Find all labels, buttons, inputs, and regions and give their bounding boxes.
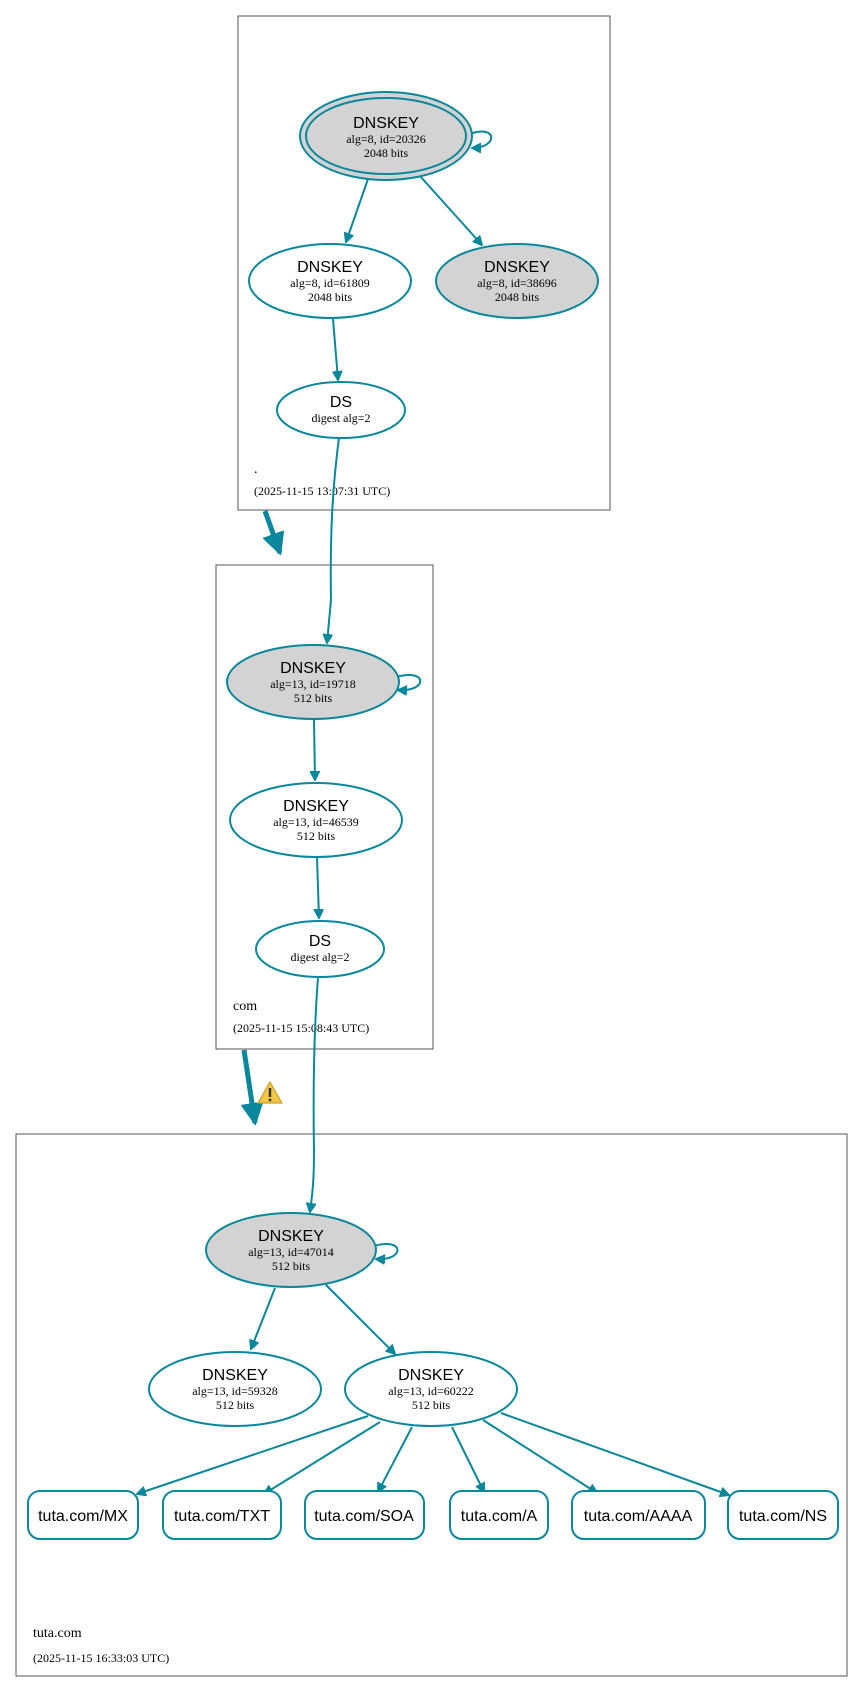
zone-root: . (2025-11-15 13:07:31 UTC) xyxy=(237,15,611,511)
zone-tuta-name: tuta.com xyxy=(33,1626,82,1641)
com-ds-to-tuta-ksk-edge xyxy=(310,976,319,1212)
com-ds-detail: digest alg=2 xyxy=(290,950,349,964)
rrset-a-label: tuta.com/A xyxy=(461,1508,538,1525)
root-ds-node[interactable]: DS digest alg=2 xyxy=(276,381,406,439)
com-zsk-node[interactable]: DNSKEY alg=13, id=46539 512 bits xyxy=(229,782,403,858)
root-ksk-to-zsk-edge xyxy=(346,178,369,242)
rrset-aaaa-node[interactable]: tuta.com/AAAA xyxy=(571,1490,706,1540)
zone-com: com (2025-11-15 15:08:43 UTC) xyxy=(215,564,434,1050)
tuta-ksk-size: 512 bits xyxy=(272,1259,311,1273)
tuta-zsk-detail: alg=13, id=60222 xyxy=(388,1384,474,1398)
zone-tuta-border xyxy=(15,1133,848,1677)
rrset-ns-label: tuta.com/NS xyxy=(739,1508,827,1525)
zone-com-timestamp: (2025-11-15 15:08:43 UTC) xyxy=(233,1021,369,1035)
com-ksk-size: 512 bits xyxy=(294,691,333,705)
delegation-root-to-com-arrow xyxy=(262,510,280,553)
com-ksk-self-sign-edge xyxy=(395,674,422,690)
com-ksk-to-zsk-edge xyxy=(314,719,315,780)
root-ds-type: DS xyxy=(330,394,352,411)
root-zsk-node[interactable]: DNSKEY alg=8, id=61809 2048 bits xyxy=(248,243,412,319)
root-ksk-detail: alg=8, id=20326 xyxy=(346,132,426,146)
tuta-key-a-detail: alg=13, id=59328 xyxy=(192,1384,278,1398)
rrset-txt-node[interactable]: tuta.com/TXT xyxy=(162,1490,282,1540)
root-zsk-size: 2048 bits xyxy=(308,290,353,304)
com-ksk-detail: alg=13, id=19718 xyxy=(270,677,356,691)
com-ds-node[interactable]: DS digest alg=2 xyxy=(255,920,385,978)
rrset-soa-label: tuta.com/SOA xyxy=(314,1508,414,1525)
com-zsk-to-ds-edge xyxy=(317,856,319,918)
root-key2-detail: alg=8, id=38696 xyxy=(477,276,557,290)
tuta-ksk-detail: alg=13, id=47014 xyxy=(248,1245,334,1259)
tuta-zsk-to-ns-edge xyxy=(500,1412,729,1495)
tuta-zsk-to-soa-edge xyxy=(378,1426,413,1492)
root-ksk-size: 2048 bits xyxy=(364,146,409,160)
com-zsk-detail: alg=13, id=46539 xyxy=(273,815,359,829)
tuta-zsk-type: DNSKEY xyxy=(398,1367,464,1384)
root-ksk-self-sign-edge xyxy=(469,130,493,148)
zone-com-name: com xyxy=(233,999,257,1014)
tuta-zsk-to-aaaa-edge xyxy=(482,1419,597,1493)
tuta-zsk-size: 512 bits xyxy=(412,1398,451,1412)
root-zsk-type: DNSKEY xyxy=(297,259,363,276)
rrset-mx-node[interactable]: tuta.com/MX xyxy=(27,1490,139,1540)
delegation-com-to-tuta-arrow xyxy=(244,1049,255,1123)
tuta-key-a-size: 512 bits xyxy=(216,1398,255,1412)
zone-root-name: . xyxy=(254,462,258,477)
tuta-ksk-to-key-a-edge xyxy=(251,1287,276,1349)
zone-root-timestamp: (2025-11-15 13:07:31 UTC) xyxy=(254,484,390,498)
rrset-aaaa-label: tuta.com/AAAA xyxy=(584,1508,693,1525)
root-key2-node[interactable]: DNSKEY alg=8, id=38696 2048 bits xyxy=(435,243,599,319)
tuta-zsk-to-mx-edge xyxy=(137,1415,369,1494)
zone-com-border xyxy=(215,564,434,1050)
root-ds-detail: digest alg=2 xyxy=(311,411,370,425)
root-key2-size: 2048 bits xyxy=(495,290,540,304)
com-ksk-node[interactable]: DNSKEY alg=13, id=19718 512 bits xyxy=(226,644,400,720)
tuta-ksk-to-zsk-edge xyxy=(325,1284,395,1354)
root-zsk-detail: alg=8, id=61809 xyxy=(290,276,370,290)
rrset-a-node[interactable]: tuta.com/A xyxy=(449,1490,549,1540)
root-key2-type: DNSKEY xyxy=(484,259,550,276)
com-ds-type: DS xyxy=(309,933,331,950)
root-ksk-type: DNSKEY xyxy=(353,115,419,132)
tuta-ksk-node[interactable]: DNSKEY alg=13, id=47014 512 bits xyxy=(205,1212,377,1288)
tuta-zsk-to-a-edge xyxy=(451,1426,484,1492)
com-ksk-type: DNSKEY xyxy=(280,660,346,677)
com-zsk-type: DNSKEY xyxy=(283,798,349,815)
rrset-mx-label: tuta.com/MX xyxy=(38,1508,128,1525)
root-zsk-to-ds-edge xyxy=(332,318,338,380)
tuta-ksk-type: DNSKEY xyxy=(258,1228,324,1245)
rrset-txt-label: tuta.com/TXT xyxy=(174,1508,270,1525)
rrset-ns-node[interactable]: tuta.com/NS xyxy=(727,1490,839,1540)
tuta-key-a-type: DNSKEY xyxy=(202,1367,268,1384)
zone-tuta-com: tuta.com (2025-11-15 16:33:03 UTC) xyxy=(15,1133,848,1677)
tuta-zsk-to-txt-edge xyxy=(264,1421,381,1494)
root-ds-to-com-ksk-edge xyxy=(327,437,340,643)
rrset-soa-node[interactable]: tuta.com/SOA xyxy=(304,1490,425,1540)
tuta-key-a-node[interactable]: DNSKEY alg=13, id=59328 512 bits xyxy=(148,1351,322,1427)
warning-icon xyxy=(256,1080,284,1104)
tuta-zsk-node[interactable]: DNSKEY alg=13, id=60222 512 bits xyxy=(344,1351,518,1427)
com-zsk-size: 512 bits xyxy=(297,829,336,843)
root-ksk-to-key2-edge xyxy=(419,175,482,245)
root-ksk-node[interactable]: DNSKEY alg=8, id=20326 2048 bits xyxy=(299,91,473,181)
zone-root-border xyxy=(237,15,611,511)
zone-tuta-timestamp: (2025-11-15 16:33:03 UTC) xyxy=(33,1651,169,1665)
tuta-ksk-self-sign-edge xyxy=(373,1243,399,1259)
